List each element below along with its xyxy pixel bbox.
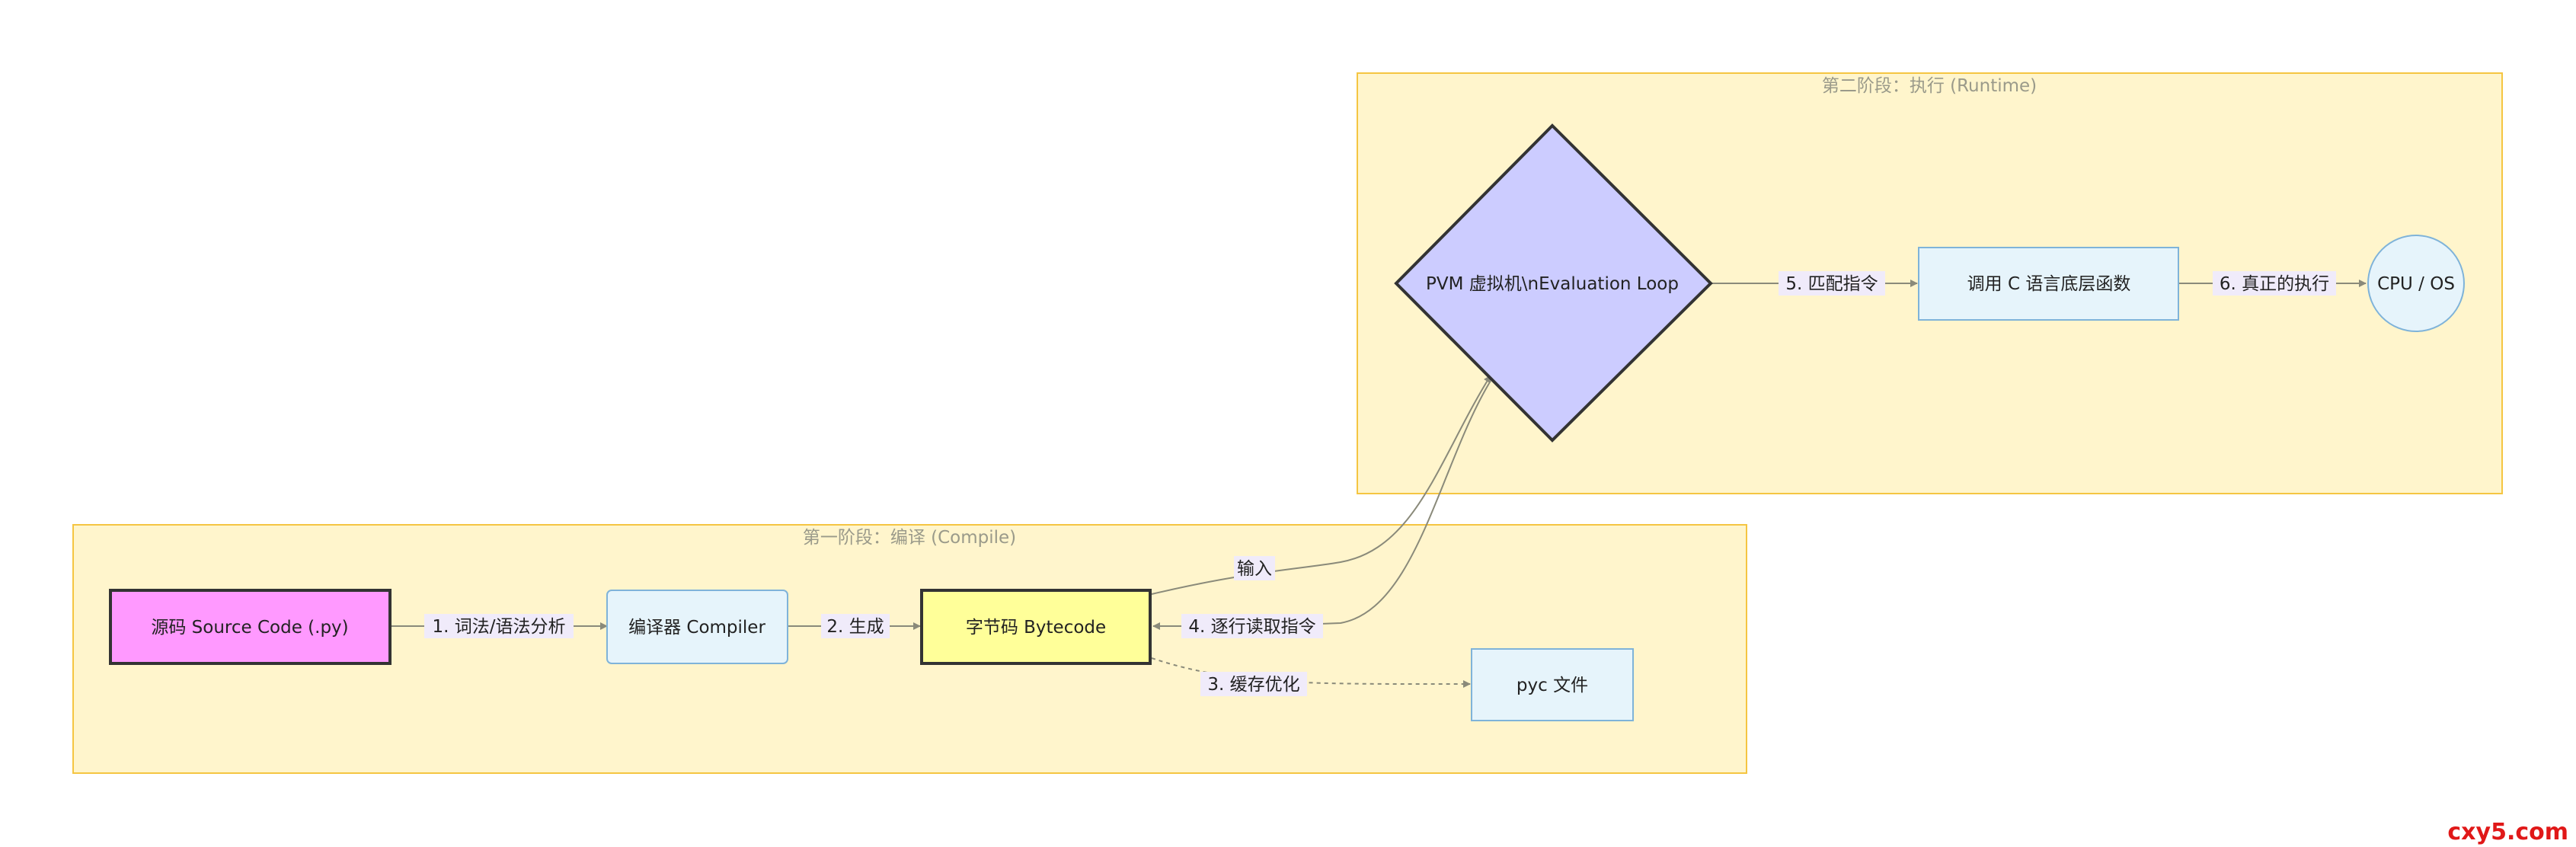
node-compiler-label: 编译器 Compiler [628,618,765,638]
svg-text:1. 词法/语法分析: 1. 词法/语法分析 [432,617,565,637]
svg-text:输入: 输入 [1237,559,1272,579]
edge-label-e5: 5. 匹配指令 [1779,271,1885,296]
node-cfunc-label: 调用 C 语言底层函数 [1967,274,2131,294]
node-pvm[interactable]: PVM 虚拟机\nEvaluation Loop [1394,123,1713,443]
svg-text:6. 真正的执行: 6. 真正的执行 [2220,274,2329,294]
edge-label-e1: 1. 词法/语法分析 [424,614,574,638]
svg-text:4. 逐行读取指令: 4. 逐行读取指令 [1188,617,1315,637]
group-runtime-title: 第二阶段：执行 (Runtime) [1822,76,2037,96]
node-source[interactable]: 源码 Source Code (.py) [109,589,392,665]
node-cpu[interactable]: CPU / OS [2367,235,2465,332]
edge-label-input: 输入 [1234,556,1275,580]
node-pvm-label: PVM 虚拟机\nEvaluation Loop [1426,274,1679,294]
node-bytecode[interactable]: 字节码 Bytecode [920,589,1152,665]
edge-label-e2: 2. 生成 [821,614,890,638]
group-compile-title: 第一阶段：编译 (Compile) [803,528,1016,548]
node-pyc-label: pyc 文件 [1517,676,1588,695]
watermark: cxy5.com [2447,819,2568,845]
svg-text:2. 生成: 2. 生成 [826,617,884,637]
node-pyc[interactable]: pyc 文件 [1471,648,1634,721]
node-source-label: 源码 Source Code (.py) [151,618,348,638]
edge-label-e4: 4. 逐行读取指令 [1181,614,1323,638]
node-cfunc[interactable]: 调用 C 语言底层函数 [1918,247,2179,321]
edge-label-e6: 6. 真正的执行 [2213,271,2336,296]
node-cpu-label: CPU / OS [2377,274,2455,294]
edge-label-e3: 3. 缓存优化 [1200,672,1307,696]
svg-text:3. 缓存优化: 3. 缓存优化 [1207,675,1299,695]
node-compiler[interactable]: 编译器 Compiler [606,590,788,664]
node-bytecode-label: 字节码 Bytecode [966,618,1106,638]
svg-text:5. 匹配指令: 5. 匹配指令 [1785,274,1878,294]
